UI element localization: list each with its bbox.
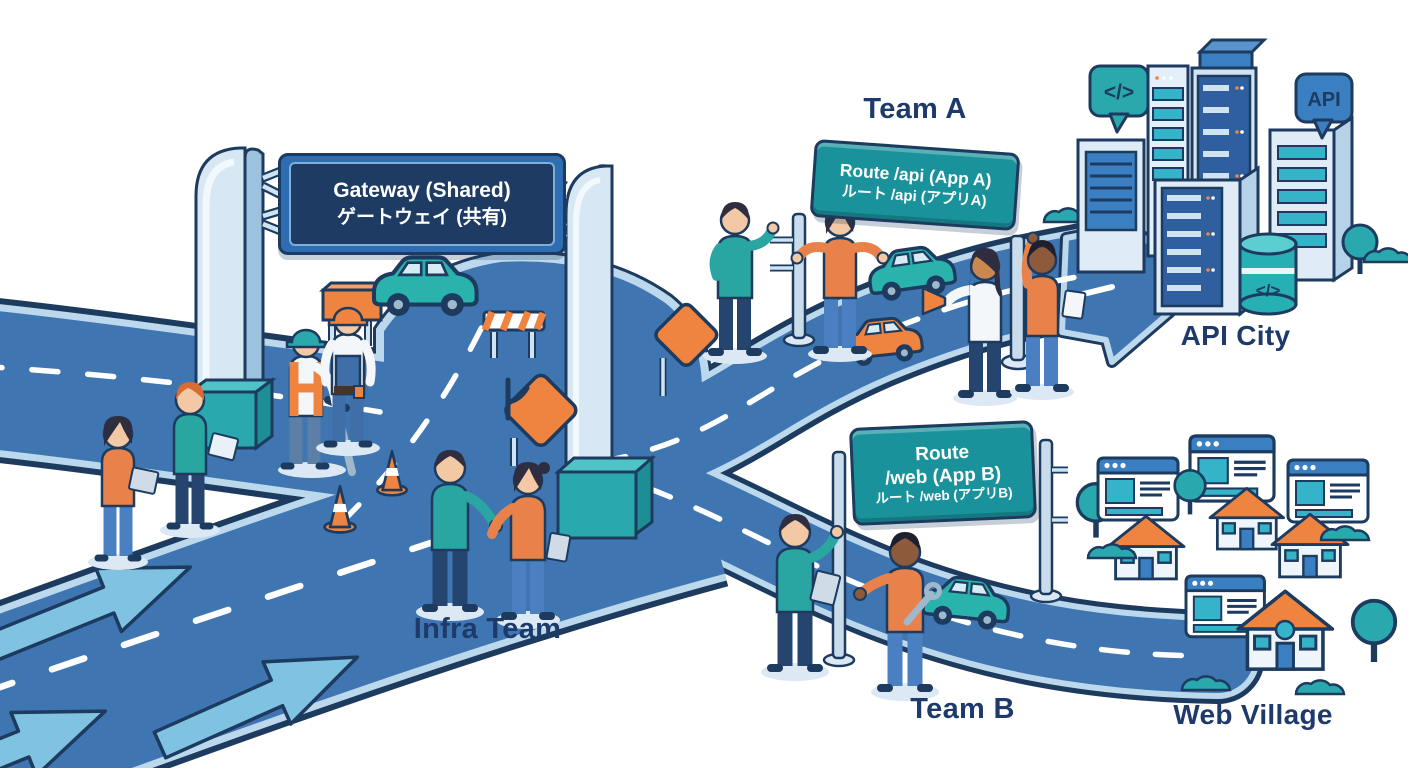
gateway-sign: Gateway (Shared) ゲートウェイ (共有) bbox=[278, 153, 566, 255]
person-team-b-wrench-man bbox=[853, 532, 942, 701]
database-icon: </> bbox=[1238, 232, 1298, 316]
gateway-sign-line1: Gateway (Shared) bbox=[333, 179, 511, 202]
person-observer-man bbox=[160, 382, 240, 538]
person-team-a-woman bbox=[790, 204, 890, 362]
tree-icon bbox=[1350, 598, 1398, 664]
api-bubble-label: API bbox=[1307, 89, 1340, 111]
web-village bbox=[1075, 434, 1398, 696]
building-slat-tower bbox=[1146, 64, 1190, 258]
person-handshake-woman bbox=[487, 462, 572, 629]
person-team-a-man bbox=[703, 202, 780, 364]
route-api-sign: Route /api (App A) ルート /api (アプリA) bbox=[809, 138, 1021, 232]
api-city-label: API City bbox=[1180, 320, 1291, 351]
house-round-window bbox=[1274, 619, 1296, 641]
api-bubble-icon: API bbox=[1294, 72, 1354, 140]
route-web-sign-line1: Route bbox=[914, 441, 970, 465]
code-bubble-label: </> bbox=[1104, 81, 1134, 104]
team-a-label: Team A bbox=[863, 93, 967, 125]
route-web-sign-posts bbox=[822, 438, 1068, 668]
person-handshake-man bbox=[416, 450, 503, 621]
browser-window-icon bbox=[1096, 456, 1180, 522]
api-city-buildings: </> </> API bbox=[1042, 38, 1408, 318]
fork-warning-sign bbox=[504, 373, 578, 466]
infra-team-label: Infra Team bbox=[413, 613, 562, 645]
person-worker-overalls bbox=[316, 306, 380, 456]
person-megaphone-woman bbox=[921, 248, 1017, 406]
gateway-sign-panel: Gateway (Shared) ゲートウェイ (共有) bbox=[289, 162, 555, 246]
plain-warning-sign bbox=[654, 302, 719, 396]
striped-barricade bbox=[481, 310, 547, 358]
code-bubble-icon: </> bbox=[1088, 64, 1150, 134]
web-village-label: Web Village bbox=[1173, 699, 1333, 730]
route-web-sign: Route /web (App B) ルート /web (アプリB) bbox=[848, 420, 1038, 526]
gateway-right-pillar bbox=[546, 164, 656, 540]
house-icon bbox=[1270, 512, 1350, 579]
gateway-sign-line2: ゲートウェイ (共有) bbox=[337, 207, 507, 229]
person-observer-woman bbox=[88, 416, 160, 570]
browser-window-icon bbox=[1286, 458, 1370, 524]
person-team-b-clipboard-man bbox=[761, 514, 844, 681]
building-left bbox=[1076, 138, 1146, 274]
database-code-label: </> bbox=[1256, 281, 1281, 300]
person-team-a-vest-man bbox=[1010, 231, 1087, 400]
building-server-tower bbox=[1153, 165, 1260, 318]
team-b-label: Team B bbox=[910, 693, 1015, 725]
